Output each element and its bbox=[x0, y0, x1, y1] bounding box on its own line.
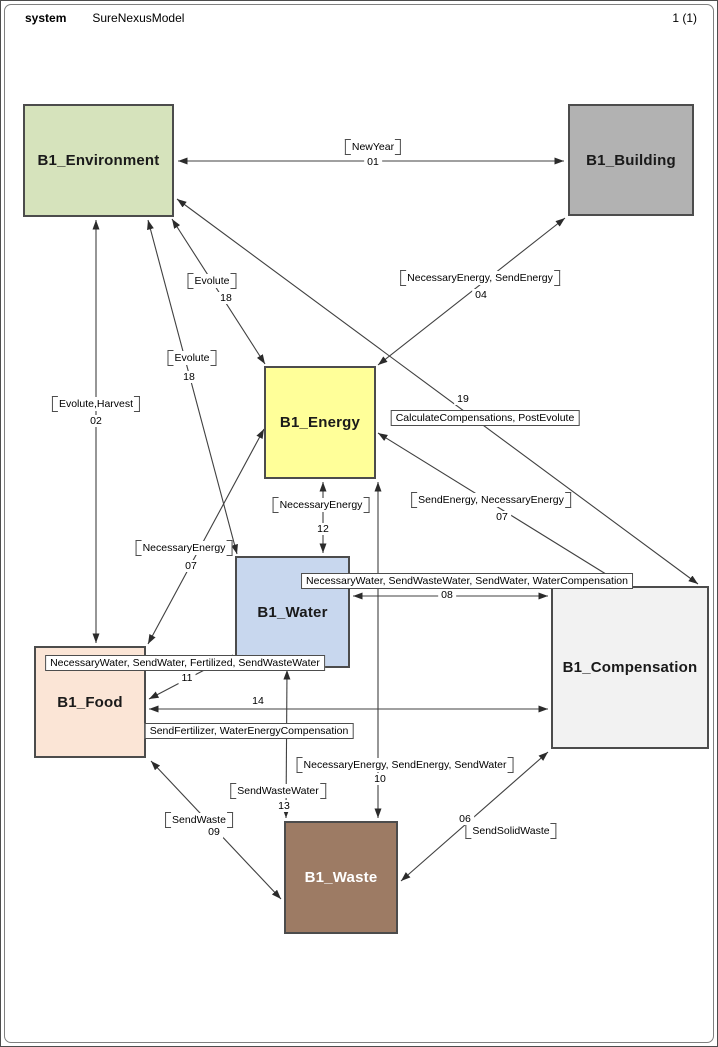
connector-number: 10 bbox=[371, 773, 389, 785]
page-number: 1 (1) bbox=[672, 11, 697, 25]
connector-number: 01 bbox=[364, 156, 382, 168]
connector-label: Evolute bbox=[187, 273, 237, 289]
connector-label: NecessaryWater, SendWasteWater, SendWate… bbox=[301, 573, 633, 589]
connector-number: 09 bbox=[205, 826, 223, 838]
connector-label: NecessaryEnergy, SendEnergy, SendWater bbox=[296, 757, 514, 773]
connector-number: 19 bbox=[454, 393, 472, 405]
connector-label: SendWasteWater bbox=[230, 783, 326, 799]
connector-06 bbox=[400, 751, 549, 882]
connector-number: 12 bbox=[314, 523, 332, 535]
node-label-food: B1_Food bbox=[57, 693, 123, 711]
connector-number: 02 bbox=[87, 415, 105, 427]
node-compensation[interactable]: B1_Compensation bbox=[551, 586, 709, 749]
diagram-title: SureNexusModel bbox=[92, 11, 185, 25]
connector-label: NecessaryEnergy bbox=[272, 497, 370, 513]
connector-number: 13 bbox=[275, 800, 293, 812]
node-label-environment: B1_Environment bbox=[37, 152, 160, 169]
connector-number: 07 bbox=[493, 511, 511, 523]
connector-label: SendEnergy, NecessaryEnergy bbox=[411, 492, 571, 508]
connector-label: SendWaste bbox=[165, 812, 233, 828]
node-building[interactable]: B1_Building bbox=[568, 104, 694, 216]
connector-label: Evolute,Harvest bbox=[51, 396, 141, 412]
connector-number: 14 bbox=[249, 695, 267, 707]
connector-label: NecessaryEnergy, SendEnergy bbox=[400, 270, 560, 286]
connector-number: 04 bbox=[472, 289, 490, 301]
node-energy[interactable]: B1_Energy bbox=[264, 366, 376, 479]
connector-07b bbox=[147, 428, 265, 645]
node-label-compensation: B1_Compensation bbox=[562, 659, 698, 676]
diagram-header: system SureNexusModel 1 (1) bbox=[25, 11, 697, 29]
connector-label: Evolute bbox=[167, 350, 217, 366]
connector-19 bbox=[176, 198, 699, 585]
connector-number: 06 bbox=[456, 813, 474, 825]
connector-label: SendSolidWaste bbox=[465, 823, 557, 839]
connector-label: SendFertilizer, WaterEnergyCompensation bbox=[144, 723, 354, 739]
connector-07a bbox=[377, 432, 623, 585]
connector-label: NecessaryEnergy bbox=[135, 540, 233, 556]
diagram-kind-label: system bbox=[25, 11, 67, 25]
connector-label: NecessaryWater, SendWater, Fertilized, S… bbox=[45, 655, 325, 671]
connector-number: 11 bbox=[178, 672, 196, 684]
node-label-energy: B1_Energy bbox=[279, 414, 361, 431]
node-label-waste: B1_Waste bbox=[304, 869, 378, 886]
connector-label: NewYear bbox=[344, 139, 402, 155]
node-water[interactable]: B1_Water bbox=[235, 556, 350, 668]
node-environment[interactable]: B1_Environment bbox=[23, 104, 174, 217]
node-label-building: B1_Building bbox=[586, 151, 676, 169]
connector-number: 18 bbox=[217, 292, 235, 304]
connector-number: 07 bbox=[182, 560, 200, 572]
connector-number: 18 bbox=[180, 371, 198, 383]
connector-label: CalculateCompensations, PostEvolute bbox=[390, 410, 580, 426]
node-label-water: B1_Water bbox=[257, 603, 328, 621]
node-waste[interactable]: B1_Waste bbox=[284, 821, 398, 934]
connector-number: 08 bbox=[438, 589, 456, 601]
